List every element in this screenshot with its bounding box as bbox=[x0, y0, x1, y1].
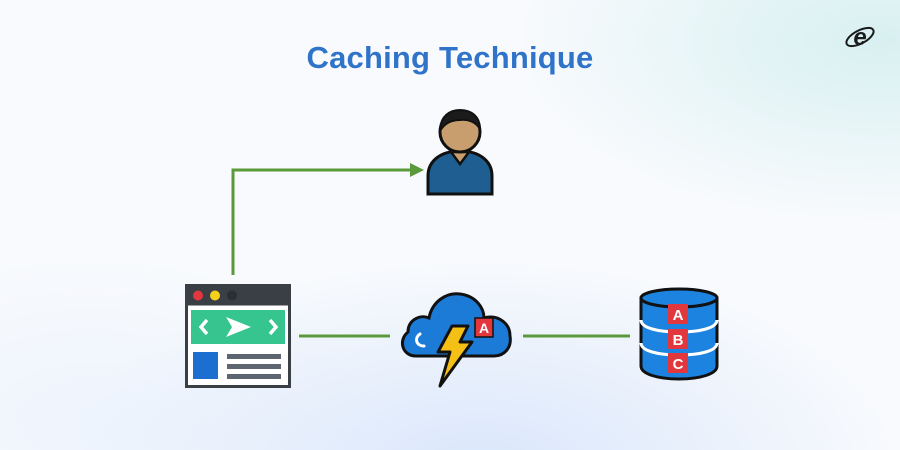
diagram-title: Caching Technique bbox=[306, 40, 594, 75]
arrowhead-to-user bbox=[410, 163, 424, 177]
e-logo-icon: e bbox=[845, 24, 875, 51]
cache-badge-label: A bbox=[479, 320, 489, 336]
database-icon: A B C bbox=[639, 287, 719, 381]
user-icon bbox=[426, 108, 494, 196]
browser-window-icon bbox=[185, 284, 291, 388]
database-row-a: A bbox=[673, 307, 684, 324]
logo-glyph: e bbox=[853, 24, 866, 51]
database-row-c: C bbox=[673, 356, 684, 373]
cloud-lightning-icon: A bbox=[400, 292, 512, 388]
connector-browser-to-user bbox=[231, 168, 412, 275]
database-row-b: B bbox=[673, 332, 684, 349]
